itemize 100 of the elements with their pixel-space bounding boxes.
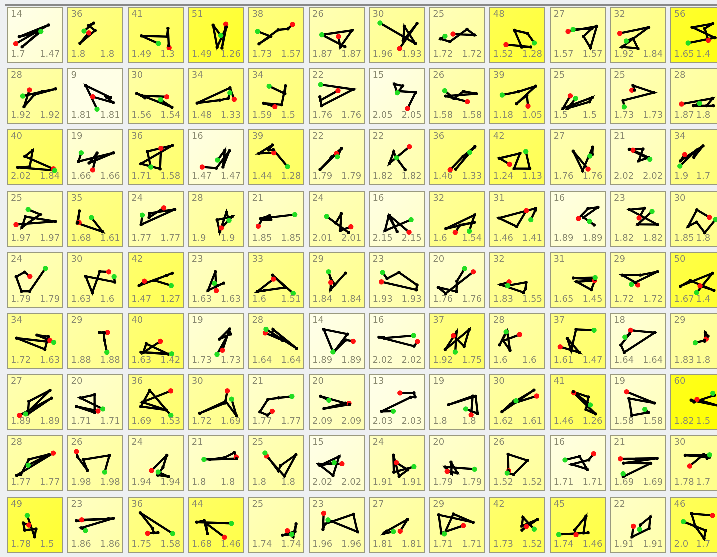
value-label: 1.76 (582, 172, 603, 184)
plot-tile (308, 313, 364, 369)
value-label: 2.0 (674, 540, 689, 551)
value-label: 1.96 (342, 540, 362, 551)
value-label: 1.76 (433, 294, 454, 306)
value-label: 1.75 (462, 356, 482, 367)
plot-tile (610, 190, 666, 247)
plot-tile (248, 252, 304, 308)
value-label: 1.8 (71, 50, 86, 61)
value-label: 1.96 (312, 540, 333, 551)
value-label: 1.63 (71, 294, 92, 306)
tile-number: 25 (252, 500, 264, 511)
value-label: 1.63 (132, 356, 152, 367)
tile-number: 30 (674, 438, 686, 450)
value-label: 1.42 (160, 356, 181, 367)
value-label: 1.92 (11, 111, 32, 122)
plot-tile (248, 7, 304, 63)
value-label: 1.65 (674, 50, 694, 61)
value-label: 1.7 (696, 478, 711, 490)
value-label: 1.82 (402, 172, 422, 184)
plot-tile (248, 496, 304, 553)
tile-number: 39 (493, 71, 505, 82)
tile-number: 16 (372, 194, 384, 205)
value-label: 1.64 (252, 356, 272, 367)
value-label: 1.84 (342, 294, 362, 306)
plot-tile (670, 496, 717, 553)
value-label: 1.72 (433, 50, 454, 61)
value-label: 1.4 (696, 50, 711, 61)
value-label: 1.47 (220, 172, 241, 184)
value-label: 1.47 (582, 356, 603, 367)
plot-tile (429, 374, 486, 430)
value-label: 1.74 (281, 540, 302, 551)
plot-tile (368, 496, 425, 553)
value-label: 2.03 (372, 417, 393, 428)
plot-tile (670, 7, 717, 63)
tile-number: 20 (71, 377, 83, 388)
value-label: 1.84 (643, 50, 664, 61)
tile-number: 28 (11, 438, 22, 450)
tile-number: 28 (674, 71, 686, 82)
tile-number: 38 (252, 10, 264, 21)
value-label: 1.05 (522, 111, 542, 122)
value-label: 1.18 (493, 111, 514, 122)
plot-tile (550, 252, 606, 308)
plot-tile (429, 190, 486, 247)
plot-tile (429, 7, 486, 63)
plot-tile (308, 190, 364, 247)
value-label: 2.01 (342, 234, 362, 245)
value-label: 1.9 (220, 234, 236, 245)
plot-tile (7, 7, 63, 63)
value-label: 1.47 (40, 50, 60, 61)
value-label: 1.85 (281, 234, 302, 245)
value-label: 2.09 (312, 417, 333, 428)
value-label: 1.84 (312, 294, 333, 306)
value-label: 1.63 (220, 294, 241, 306)
plot-tile (550, 7, 606, 63)
tile-number: 23 (372, 254, 384, 266)
plot-tile (429, 313, 486, 369)
plot-tile (7, 496, 63, 553)
plot-tile (610, 68, 666, 124)
tile-number: 36 (71, 10, 83, 21)
value-label: 1.93 (372, 294, 393, 306)
tile-number: 13 (372, 377, 384, 388)
value-label: 1.71 (462, 540, 482, 551)
tile-number: 33 (252, 254, 264, 266)
value-label: 1.79 (312, 172, 333, 184)
value-label: 1.26 (582, 417, 603, 428)
value-label: 1.68 (71, 234, 92, 245)
value-label: 1.73 (614, 111, 634, 122)
value-label: 1.82 (674, 417, 694, 428)
value-label: 1.94 (132, 478, 152, 490)
value-label: 1.49 (192, 50, 212, 61)
value-label: 1.69 (614, 478, 634, 490)
plot-tile (128, 435, 184, 492)
value-label: 1.89 (342, 356, 362, 367)
value-label: 1.3 (160, 50, 175, 61)
value-label: 1.51 (281, 294, 302, 306)
plot-tile (670, 374, 717, 430)
value-label: 1.72 (643, 294, 664, 306)
tile-number: 22 (614, 500, 626, 511)
plot-tile (67, 252, 124, 308)
value-label: 1.5 (582, 111, 598, 122)
tile-number: 44 (192, 500, 204, 511)
tile-number: 15 (312, 438, 324, 450)
value-label: 2.02 (614, 172, 634, 184)
value-label: 1.79 (40, 294, 60, 306)
value-label: 1.58 (160, 540, 181, 551)
tile-number: 19 (192, 316, 204, 327)
tile-number: 22 (312, 132, 324, 144)
value-label: 1.54 (462, 234, 482, 245)
value-label: 1.77 (281, 417, 302, 428)
tile-number: 37 (554, 316, 566, 327)
value-label: 1.55 (522, 294, 542, 306)
plot-tile (248, 129, 304, 186)
plot-tile (368, 252, 425, 308)
plot-tile (429, 252, 486, 308)
value-label: 1.69 (220, 417, 241, 428)
tile-number: 26 (312, 10, 324, 21)
value-label: 1.8 (192, 478, 206, 490)
value-label: 1.8 (220, 478, 236, 490)
tile-number: 40 (11, 132, 22, 144)
